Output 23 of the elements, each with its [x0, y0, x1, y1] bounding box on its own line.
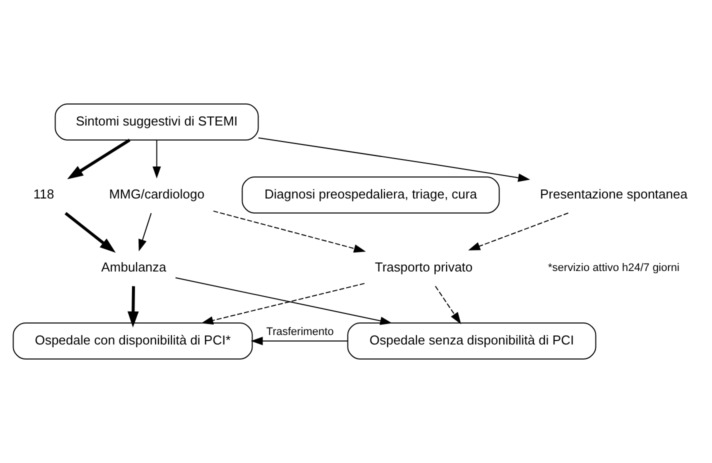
- arrow: [258, 137, 530, 182]
- node-text: 118: [33, 186, 54, 202]
- arrow: [128, 286, 139, 328]
- arrow: [201, 282, 365, 325]
- arrow: [152, 140, 161, 178]
- node-box: Ospedale senza disponibilità di PCI: [347, 322, 596, 360]
- node-text: Trasporto privato: [374, 259, 473, 274]
- arrow: [175, 277, 392, 325]
- arrow: [468, 212, 569, 250]
- edge-label: Trasferimento: [266, 326, 334, 338]
- node-box: Diagnosi preospedaliera, triage, cura: [242, 176, 500, 214]
- arrow: [250, 336, 348, 346]
- node-box: Sintomi suggestivi di STEMI: [54, 104, 259, 140]
- arrow: [67, 138, 130, 180]
- arrow: [64, 212, 116, 253]
- node-text: Presentazione spontanea: [540, 186, 688, 202]
- node-text: MMG/cardiologo: [109, 186, 204, 202]
- label: *servizio attivo h24/7 giorni: [548, 262, 680, 274]
- arrow: [434, 286, 462, 324]
- node-text: Ambulanza: [101, 259, 166, 274]
- node-box: Ospedale con disponibilità di PCI*: [12, 322, 253, 360]
- arrow: [212, 210, 366, 253]
- arrow: [138, 212, 152, 252]
